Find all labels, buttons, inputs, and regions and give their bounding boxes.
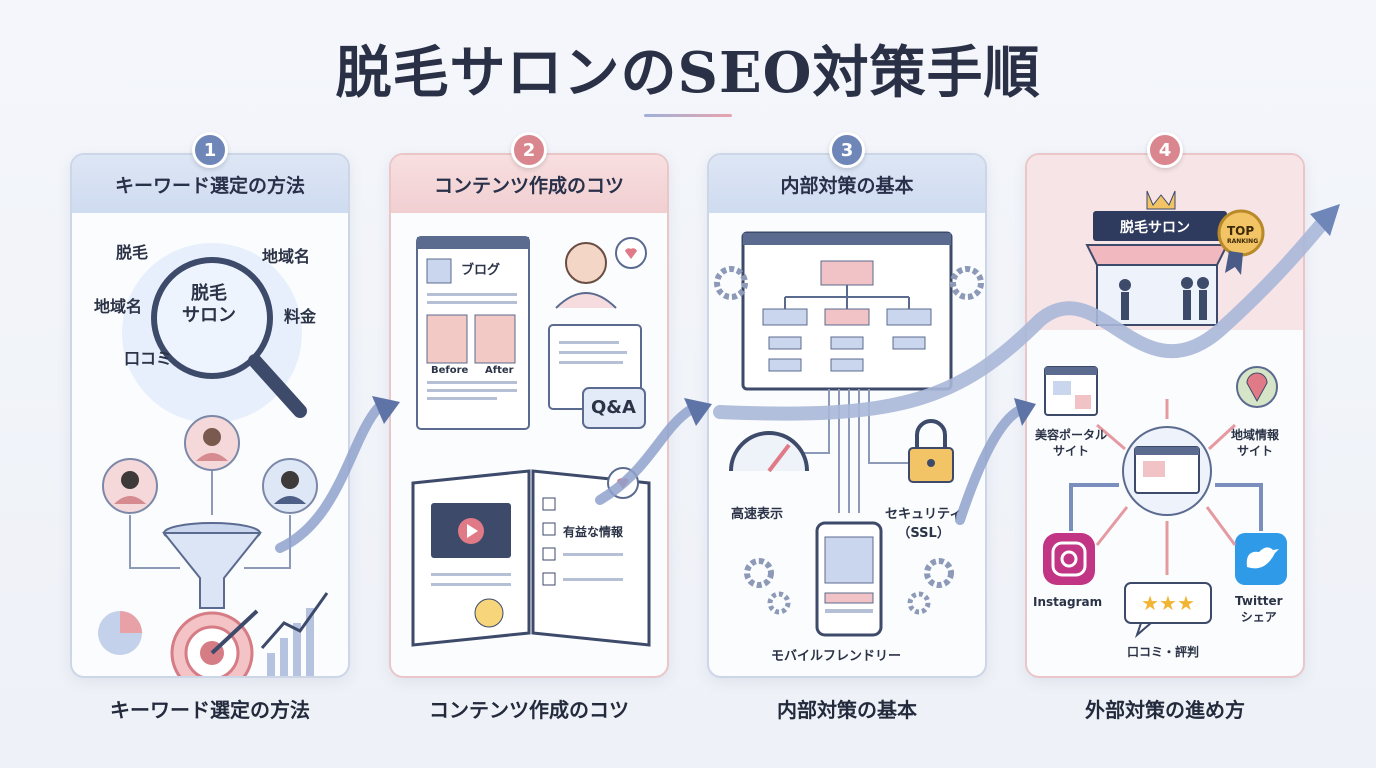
step-number-badge: 4 [1147, 132, 1183, 168]
star-rating-icon: ★★★ [1141, 591, 1195, 615]
shop-sign: 脱毛サロン [1120, 220, 1190, 236]
top-badge-label: TOP [1227, 224, 1255, 238]
growth-chart-icon [260, 592, 329, 676]
pie-chart-icon [98, 611, 142, 655]
speedometer-icon [729, 431, 809, 473]
gear-icon [714, 266, 748, 300]
crown-icon [1146, 190, 1176, 210]
step-number-badge: 2 [511, 132, 547, 168]
open-book-icon [411, 469, 651, 647]
beauty-portal-icon [1044, 366, 1098, 416]
mobile-label: モバイルフレンドリー [771, 649, 902, 664]
gear-icon [924, 558, 954, 588]
growth-arrow-head [1310, 204, 1340, 236]
security-label: セキュリティ （SSL） [885, 507, 963, 541]
lock-icon [908, 419, 954, 483]
step-2-body: ブログ Before After Q&A 有益な情報 [391, 213, 667, 676]
gear-icon [950, 266, 984, 300]
twitter-icon [1235, 533, 1287, 585]
step-3-body: 高速表示 セキュリティ （SSL） モバイルフレンドリー [709, 213, 985, 676]
keyword-tag: 口コミ [124, 349, 173, 368]
after-label: After [485, 365, 514, 376]
instagram-label: Instagram [1033, 595, 1103, 609]
keyword-tag: 脱毛 [116, 243, 149, 262]
step-4-caption: 外部対策の進め方 [1085, 698, 1245, 722]
gear-icon [767, 591, 791, 615]
funnel-icon [161, 522, 263, 609]
heart-icon [607, 467, 639, 499]
step-2-panel: コンテンツ作成のコツ [389, 153, 669, 678]
review-label: 口コミ・評判 [1127, 645, 1200, 659]
step-3-panel: 内部対策の基本 [707, 153, 987, 678]
review-bubble-icon: ★★★ [1124, 582, 1212, 639]
page-title: 脱毛サロンのSEO対策手順 [335, 40, 1041, 106]
website-hub-icon [1122, 426, 1212, 516]
step-number-badge: 1 [192, 132, 228, 168]
step-2-illustration [411, 236, 651, 647]
magnifier-keyword: 脱毛 サロン [182, 283, 236, 326]
title-divider [644, 114, 732, 117]
heart-icon [615, 237, 647, 269]
magnifier-icon [151, 257, 307, 418]
blog-window-icon [416, 236, 530, 430]
portal-label: 美容ポータル サイト [1035, 428, 1108, 458]
gear-icon [907, 591, 931, 615]
step-1-panel: キーワード選定の方法 [70, 153, 350, 678]
step-2-caption: コンテンツ作成のコツ [429, 698, 629, 722]
speed-label: 高速表示 [731, 507, 784, 522]
target-icon [170, 609, 259, 676]
step-1-body: 脱毛 サロン 脱毛 地域名 地域名 料金 口コミ [72, 213, 348, 676]
checklist-label: 有益な情報 [563, 525, 624, 539]
instagram-icon [1043, 533, 1095, 585]
woman-avatar-icon [555, 242, 617, 309]
step-3-illustration [714, 231, 984, 637]
map-pin-icon [1236, 366, 1278, 408]
smartphone-icon [815, 521, 883, 637]
twitter-label: Twitter シェア [1235, 594, 1283, 624]
qa-label: Q&A [591, 397, 636, 418]
gear-icon [744, 558, 774, 588]
step-number-badge: 3 [829, 132, 865, 168]
keyword-tag: 地域名 [94, 297, 143, 316]
before-label: Before [431, 365, 469, 376]
person-icon [262, 458, 318, 514]
top-badge-sublabel: RANKING [1227, 238, 1259, 245]
site-structure-icon [741, 231, 953, 391]
step-3-caption: 内部対策の基本 [777, 698, 917, 722]
step-1-caption: キーワード選定の方法 [110, 698, 310, 722]
blog-label: ブログ [461, 263, 501, 278]
person-icon [184, 415, 240, 471]
step-4-body: ★★★ 脱毛サロン TOP RANKING 美容ポータル サイト 地域情報 サイ… [1027, 155, 1303, 676]
keyword-tag: 地域名 [262, 247, 311, 266]
local-info-label: 地域情報 サイト [1231, 428, 1280, 458]
person-icon [102, 458, 158, 514]
step-4-panel: ★★★ 脱毛サロン TOP RANKING 美容ポータル サイト 地域情報 サイ… [1025, 153, 1305, 678]
keyword-tag: 料金 [284, 307, 317, 326]
